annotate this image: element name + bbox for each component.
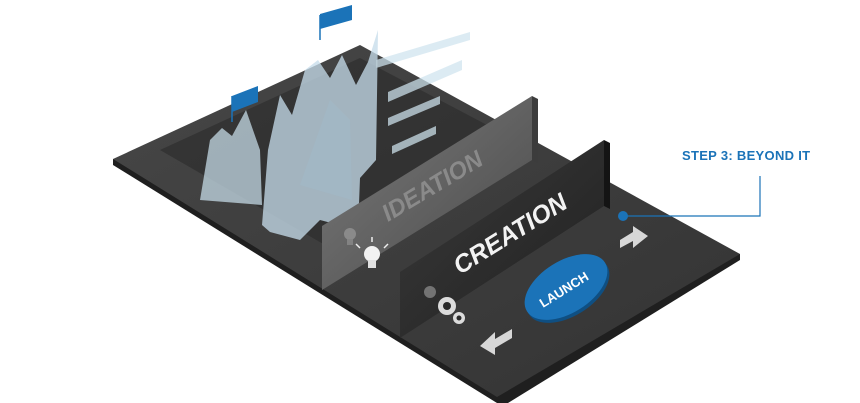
callout-label: STEP 3: BEYOND IT xyxy=(682,148,811,163)
arrow-left-icon[interactable] xyxy=(480,329,512,355)
glass-bar xyxy=(388,60,462,102)
glass-bar xyxy=(392,126,436,154)
callout-line xyxy=(623,176,761,217)
chart-area-front xyxy=(300,100,352,200)
launch-button[interactable]: LAUNCH xyxy=(513,241,621,337)
lightbulb-icon xyxy=(355,237,389,268)
lightbulb-icon xyxy=(344,228,356,245)
flag-icon xyxy=(319,5,352,40)
callout xyxy=(618,176,761,221)
arrow-right-icon[interactable] xyxy=(620,226,648,248)
glass-bar xyxy=(376,32,470,68)
gears-icon xyxy=(424,286,465,324)
glass-bar xyxy=(388,96,440,126)
flag-icon xyxy=(231,86,258,122)
area-chart-icon xyxy=(200,30,470,240)
chart-area-back xyxy=(200,110,262,205)
